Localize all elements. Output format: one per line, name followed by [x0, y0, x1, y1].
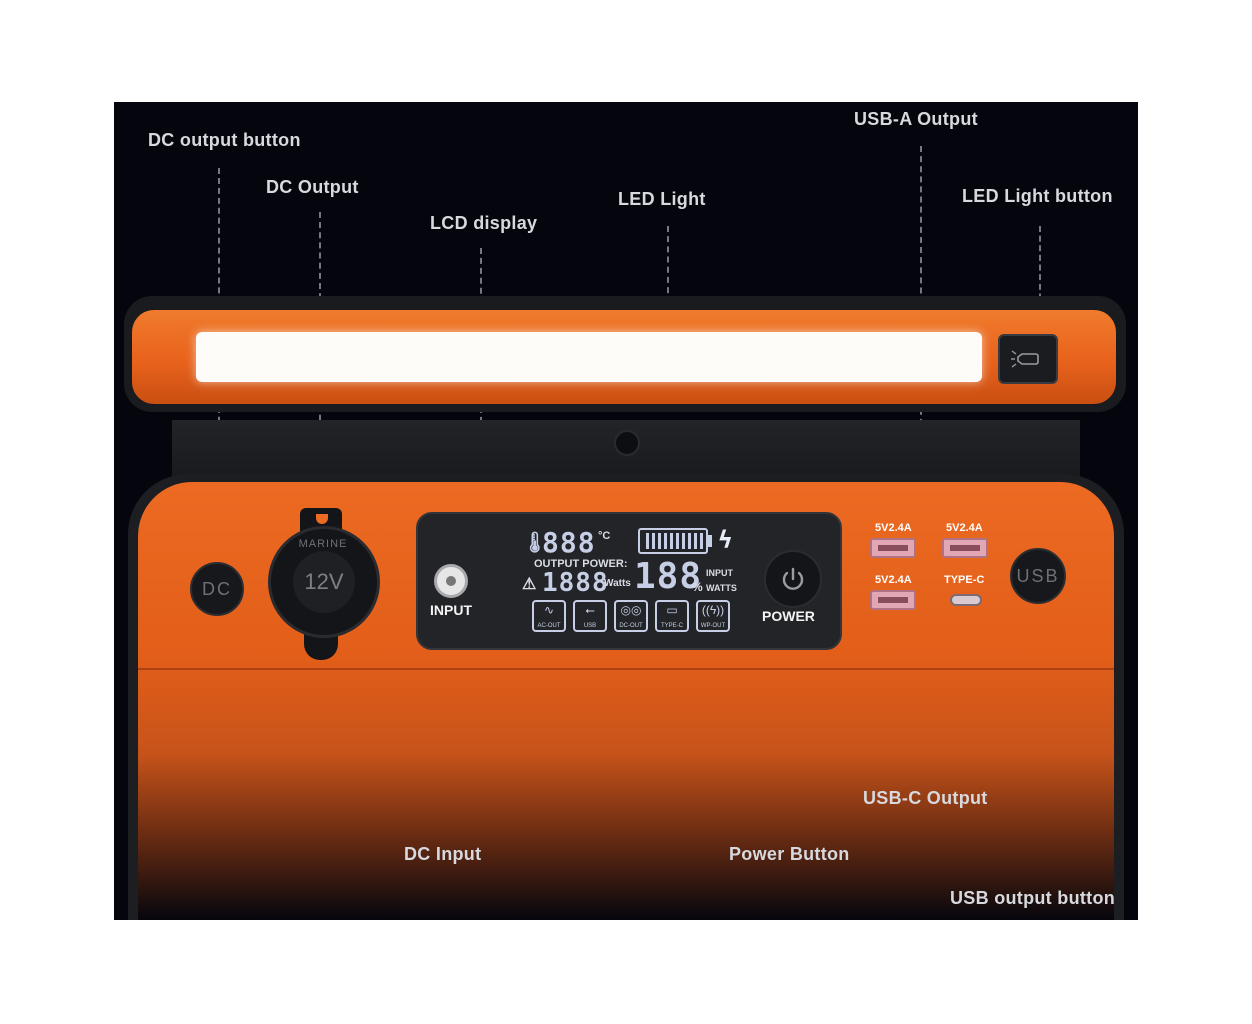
usb-a-port-3[interactable]: [870, 590, 916, 610]
flashlight-icon: [1011, 350, 1039, 368]
callout-lcd-display: LCD display: [430, 213, 538, 233]
callout-usb-output-button: USB output button: [950, 888, 1116, 908]
type-c-indicator: ▭ TYPE-C: [655, 600, 689, 632]
input-watts-input-label: INPUT: [706, 568, 733, 578]
percent-digits: 188: [634, 556, 703, 597]
usb-a-1-rating: 5V2.4A: [875, 522, 912, 534]
temperature-digits: 888: [542, 526, 596, 559]
sine-wave-icon: ∿: [543, 603, 555, 617]
wireless-charge-icon: ((ϟ)): [701, 603, 725, 617]
wireless-out-indicator: ((ϟ)) WP-OUT: [696, 600, 730, 632]
hinge-screw: [614, 430, 640, 456]
callout-led-light: LED Light: [618, 189, 706, 209]
callout-dc-output: DC Output: [266, 177, 359, 197]
battery-level-bars: [638, 528, 708, 554]
callout-usb-a-output: USB-A Output: [854, 109, 978, 129]
ac-out-label: AC-OUT: [537, 623, 561, 629]
callout-power-button: Power Button: [729, 844, 850, 864]
power-button[interactable]: [764, 550, 822, 608]
power-icon: [782, 567, 804, 590]
socket-inner: 12V: [293, 551, 355, 613]
usb-a-2-rating: 5V2.4A: [946, 522, 983, 534]
charging-bolt-icon: ϟ: [718, 526, 734, 554]
socket-brand: MARINE: [298, 538, 348, 550]
usb-indicator-label: USB: [583, 623, 597, 629]
thermometer-icon: 🌡: [522, 530, 549, 554]
guide-led-light: [667, 226, 669, 344]
type-c-indicator-label: TYPE-C: [660, 623, 683, 629]
usb-a-3-rating: 5V2.4A: [875, 574, 912, 586]
dc-output-button[interactable]: DC: [190, 562, 244, 616]
socket-voltage: 12V: [304, 569, 344, 594]
callout-dc-input: DC Input: [404, 844, 482, 864]
ac-out-indicator: ∿ AC-OUT: [532, 600, 566, 632]
warning-icon: ⚠: [522, 576, 537, 593]
dc-output-socket[interactable]: 12V: [268, 526, 380, 638]
output-watts-digits: 1888: [542, 568, 609, 598]
dc-circles-icon: ◎◎: [620, 603, 642, 617]
callout-dc-output-button: DC output button: [148, 130, 301, 150]
battery-tip: [708, 535, 712, 547]
guide-led-light-button: [1039, 226, 1041, 338]
usb-c-port[interactable]: [950, 594, 982, 606]
product-stage: DC 12V MARINE INPUT 🌡 888 °C OUTPUT POWE…: [114, 102, 1138, 920]
callout-led-light-button: LED Light button: [962, 186, 1113, 206]
temperature-unit: °C: [598, 530, 611, 542]
watts-label: Watts: [604, 578, 631, 589]
input-watts-label: WATTS: [706, 583, 737, 593]
dc-out-label: DC-OUT: [619, 623, 643, 629]
type-c-label: TYPE-C: [944, 574, 985, 586]
usb-symbol-icon: ⭠: [585, 603, 595, 617]
usb-a-port-2[interactable]: [942, 538, 988, 558]
wp-out-label: WP-OUT: [700, 623, 726, 629]
usb-a-port-1[interactable]: [870, 538, 916, 558]
input-label: INPUT: [430, 602, 472, 618]
socket-cap-tab: [316, 514, 328, 524]
dc-button-label: DC: [202, 578, 232, 599]
power-label: POWER: [762, 608, 815, 624]
panel-seam: [138, 668, 1114, 670]
usb-output-button[interactable]: USB: [1010, 548, 1066, 604]
dc-input-port[interactable]: [434, 564, 468, 598]
usb-button-label: USB: [1016, 565, 1060, 586]
type-c-port-icon: ▭: [666, 603, 678, 617]
percent-label: %: [692, 580, 703, 594]
output-power-label: OUTPUT POWER:: [534, 558, 628, 570]
led-light-button[interactable]: [998, 334, 1058, 384]
dc-out-indicator: ◎◎ DC-OUT: [614, 600, 648, 632]
callout-usb-c-output: USB-C Output: [863, 788, 988, 808]
usb-indicator: ⭠ USB: [573, 600, 607, 632]
led-light-strip: [196, 332, 982, 382]
